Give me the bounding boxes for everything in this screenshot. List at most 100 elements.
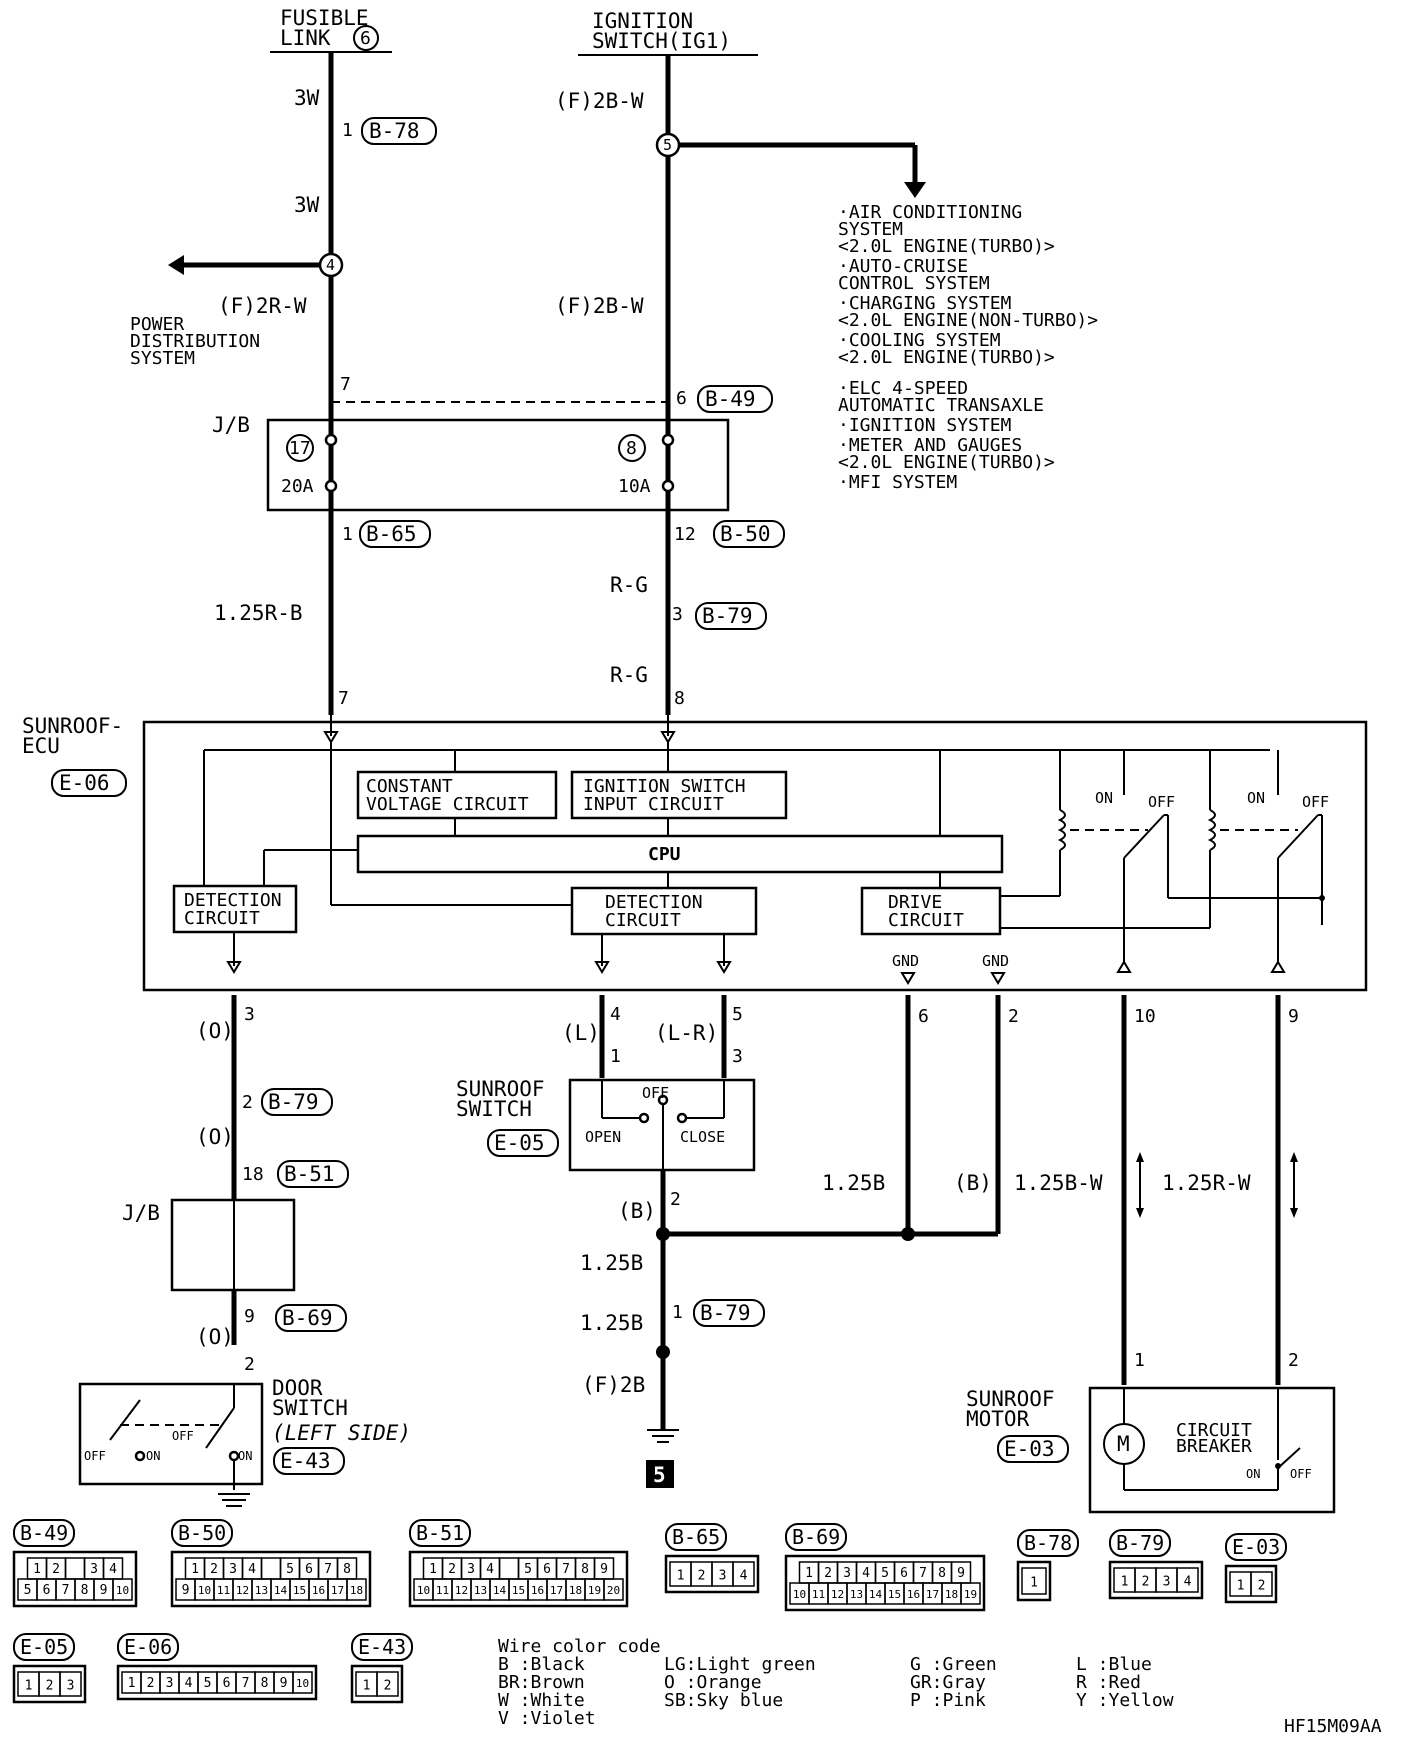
pin-number: 1 [342, 524, 353, 545]
svg-text:OFF: OFF [84, 1449, 106, 1463]
svg-text:8: 8 [626, 438, 637, 459]
sunroof-switch-label: SUNROOF SWITCH E-05 [456, 1077, 559, 1157]
svg-text:G :Green: G :Green [910, 1654, 997, 1675]
connector-pin: 3 [1163, 1574, 1171, 1589]
connector-tag-b79: B-79 [695, 602, 767, 630]
svg-text:M: M [1117, 1432, 1130, 1456]
pin-number: 1 [1134, 1350, 1145, 1371]
connector-pin: 3 [843, 1566, 851, 1581]
pin-number: 10 [1134, 1006, 1156, 1027]
connector-pin: 15 [512, 1584, 525, 1597]
svg-text:V :Violet: V :Violet [498, 1708, 596, 1729]
svg-text:OFF: OFF [172, 1429, 194, 1443]
svg-text:DRIVE: DRIVE [888, 892, 942, 913]
svg-text:OFF: OFF [642, 1084, 669, 1102]
connector-pin: 2 [210, 1562, 218, 1577]
wire-label: (B) [954, 1171, 992, 1195]
svg-text:O :Orange: O :Orange [664, 1672, 762, 1693]
svg-text:ON: ON [146, 1449, 160, 1463]
wire-label: (O) [196, 1019, 234, 1043]
connector-pin: 20 [607, 1584, 620, 1597]
connector-pin: 5 [524, 1562, 532, 1577]
connector-pin: 6 [305, 1562, 313, 1577]
svg-text:6: 6 [360, 28, 371, 49]
connector-pin: 11 [217, 1584, 230, 1597]
connector-pin: 12 [236, 1584, 249, 1597]
svg-text:W :White: W :White [498, 1690, 585, 1711]
connector-pin: 4 [109, 1562, 117, 1577]
svg-text:OFF: OFF [1290, 1467, 1312, 1481]
connector-pin: 18 [569, 1584, 582, 1597]
svg-text:B :Black: B :Black [498, 1654, 585, 1675]
connector-pin: 2 [824, 1566, 832, 1581]
svg-text:P :Pink: P :Pink [910, 1690, 986, 1711]
wire-label: (L) [562, 1021, 600, 1045]
connector-tag-b78: B-78 [361, 117, 437, 145]
svg-text:GR:Gray: GR:Gray [910, 1672, 986, 1693]
wire-label: (F)2B-W [555, 294, 644, 318]
connector-pin: 8 [938, 1566, 946, 1581]
svg-text:DETECTION: DETECTION [184, 890, 282, 911]
svg-text:POWER: POWER [130, 314, 184, 335]
svg-text:ON: ON [1246, 1467, 1260, 1481]
svg-text:CLOSE: CLOSE [680, 1128, 725, 1146]
wire-label: 3W [294, 86, 320, 110]
svg-text:SYSTEM: SYSTEM [838, 219, 903, 240]
svg-text:CPU: CPU [648, 844, 681, 865]
pin-number: 12 [674, 524, 696, 545]
svg-text:17: 17 [289, 438, 311, 459]
connector-tag-b79-2: B-79 [261, 1088, 333, 1116]
connector-pin: 17 [331, 1584, 344, 1597]
pin-number: 6 [918, 1006, 929, 1027]
pin-number: 1 [610, 1046, 621, 1067]
connector-pin: 1 [25, 1678, 33, 1693]
svg-text:IGNITION: IGNITION [592, 9, 693, 33]
connector-pin: 18 [350, 1584, 363, 1597]
pin-number: 7 [340, 374, 351, 395]
connector-pin: 13 [255, 1584, 268, 1597]
svg-text:CIRCUIT: CIRCUIT [605, 910, 681, 931]
connector-tag-b51: B-51 [277, 1160, 349, 1188]
pin-number: 8 [674, 688, 685, 709]
pin-number: 3 [672, 604, 683, 625]
sunroof-motor: M CIRCUIT BREAKER ON OFF [1088, 1386, 1336, 1514]
svg-text:·COOLING SYSTEM: ·COOLING SYSTEM [838, 330, 1001, 351]
svg-text:B-79: B-79 [268, 1090, 319, 1114]
svg-text:R :Red: R :Red [1076, 1672, 1141, 1693]
pin-number: 18 [242, 1164, 264, 1185]
connector-pin: 9 [957, 1566, 965, 1581]
connector-face-code: B-51 [416, 1521, 464, 1545]
connector-face-code: E-05 [20, 1635, 68, 1659]
svg-text:SWITCH(IG1): SWITCH(IG1) [592, 29, 731, 53]
drive-circuit: DRIVE CIRCUIT [860, 886, 1002, 936]
connector-pin: 16 [312, 1584, 325, 1597]
connector-pin: 1 [805, 1566, 813, 1581]
svg-text:SYSTEM: SYSTEM [130, 348, 195, 369]
detection-circuit-2: DETECTION CIRCUIT [570, 886, 758, 936]
wire-label: 1.25R-W [1162, 1171, 1251, 1195]
connector-face-code: E-03 [1232, 1535, 1280, 1559]
svg-text:E-03: E-03 [1004, 1437, 1055, 1461]
ground-5: 5 [646, 1429, 679, 1488]
svg-text:OFF: OFF [1302, 793, 1329, 811]
svg-text:·METER AND GAUGES: ·METER AND GAUGES [838, 435, 1022, 456]
svg-text:AUTOMATIC TRANSAXLE: AUTOMATIC TRANSAXLE [838, 395, 1044, 416]
svg-text:CIRCUIT: CIRCUIT [184, 908, 260, 929]
connector-pin: 18 [945, 1588, 958, 1601]
svg-text:·MFI SYSTEM: ·MFI SYSTEM [838, 472, 957, 493]
connector-pin: 1 [363, 1678, 371, 1693]
connector-tag-b69: B-69 [275, 1304, 347, 1332]
svg-text:·AIR CONDITIONING: ·AIR CONDITIONING [838, 202, 1022, 223]
connector-pin: 1 [191, 1562, 199, 1577]
pin-number: 2 [1008, 1006, 1019, 1027]
svg-text:Y :Yellow: Y :Yellow [1076, 1690, 1174, 1711]
svg-text:ON: ON [238, 1449, 252, 1463]
wire-label: R-G [610, 663, 648, 687]
connector-pin: 3 [90, 1562, 98, 1577]
connector-pin: 10 [793, 1588, 806, 1601]
